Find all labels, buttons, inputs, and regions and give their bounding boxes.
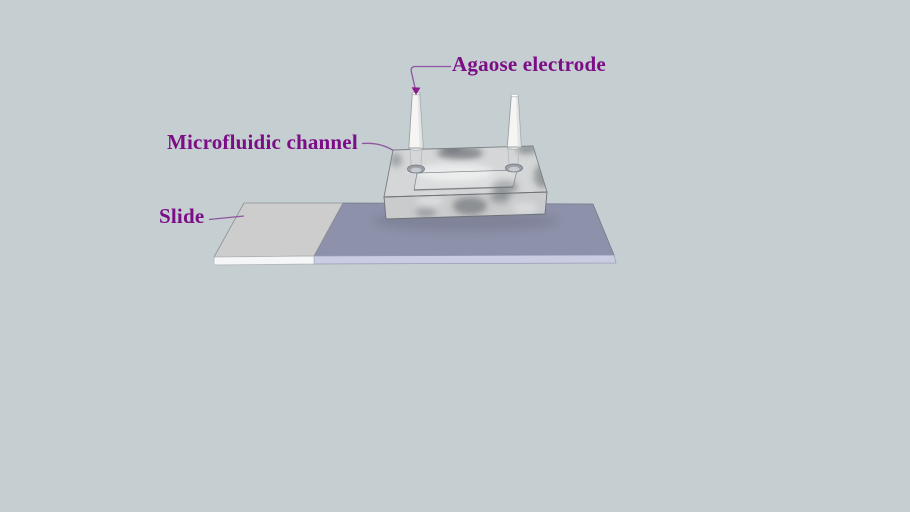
agarose-electrode-left — [408, 91, 424, 149]
leader-line-slide — [208, 215, 245, 221]
slide-label: Slide — [159, 204, 205, 228]
glass-slide-left — [213, 202, 344, 266]
agarose-electrode-right — [506, 93, 522, 148]
port-hole-left — [407, 164, 425, 174]
chip-front-outline — [383, 191, 548, 220]
arrowhead-agarose-electrode — [411, 87, 421, 95]
leader-line-agarose-electrode — [410, 65, 451, 89]
port-hole-right — [505, 163, 523, 173]
microfluidic-channel-chamber — [413, 169, 518, 191]
chip-marble-texture — [390, 146, 547, 218]
agarose-electrode-label: Agaose electrode — [452, 52, 606, 76]
microfluidic-channel-label: Microfluidic channel — [167, 130, 358, 154]
pdms-chip — [383, 144, 548, 220]
slide-left-front-edge — [213, 255, 315, 266]
electrode-passthrough-lines — [409, 146, 520, 166]
leader-line-microfluidic-channel — [361, 142, 394, 152]
slide-right-front-edge — [313, 254, 617, 265]
